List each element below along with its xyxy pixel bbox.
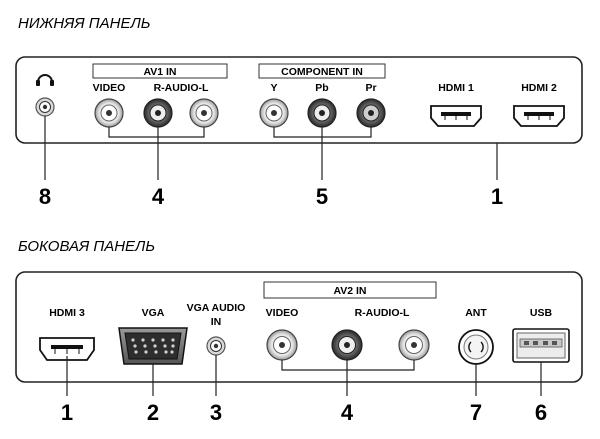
vga-label: VGA [142,307,165,319]
av2-video-jack [266,329,298,361]
headphone-jack [35,97,55,117]
component-group-label: COMPONENT IN [281,66,363,78]
hdmi2-port [513,105,565,127]
av1-audio-r-jack [143,98,173,128]
ant-label: ANT [465,307,487,319]
component-group-box [258,63,386,79]
headphone-icon [36,74,54,86]
callout-6: 6 [535,400,547,425]
callout-3: 3 [210,400,222,425]
hdmi3-port [39,337,95,361]
hdmi3-label: HDMI 3 [49,307,85,319]
callout-7: 7 [470,400,482,425]
callout-5: 5 [316,184,328,209]
av2-video-label: VIDEO [266,307,299,319]
hdmi1-label: HDMI 1 [438,82,474,94]
component-pr-jack [356,98,386,128]
vga-audio-label-line1: VGA AUDIO [187,302,246,314]
hdmi1-port [430,105,482,127]
component-pb-jack [307,98,337,128]
vga-audio-label-line2: IN [211,316,222,328]
usb-port [512,328,570,363]
av1-video-label: VIDEO [93,82,126,94]
bottom-callout-lines [44,116,498,180]
callout-1-bottom: 1 [491,184,503,209]
av2-audio-r-jack [331,329,363,361]
component-pr-label: Pr [365,82,376,94]
av2-group-label: AV2 IN [333,285,366,297]
antenna-port [458,329,494,365]
av2-audio-label: R-AUDIO-L [355,307,410,319]
av1-video-jack [94,98,124,128]
av1-group-label: AV1 IN [143,66,176,78]
av2-group-box [263,281,437,299]
av1-audio-l-jack [189,98,219,128]
usb-label: USB [530,307,553,319]
av1-group-box [92,63,228,79]
callout-4-side: 4 [341,400,354,425]
av2-audio-l-jack [398,329,430,361]
callout-4-bottom: 4 [152,184,165,209]
callout-1-side: 1 [61,400,73,425]
component-y-jack [259,98,289,128]
component-pb-label: Pb [315,82,328,94]
side-panel-title: БОКОВАЯ ПАНЕЛЬ [18,238,155,255]
vga-port [118,327,188,365]
side-callout-lines [66,355,542,396]
component-y-label: Y [270,82,277,94]
vga-audio-jack [206,336,226,356]
bottom-panel-title: НИЖНЯЯ ПАНЕЛЬ [18,15,151,32]
hdmi2-label: HDMI 2 [521,82,557,94]
callout-8: 8 [39,184,51,209]
callout-2: 2 [147,400,159,425]
av1-audio-label: R-AUDIO-L [154,82,209,94]
